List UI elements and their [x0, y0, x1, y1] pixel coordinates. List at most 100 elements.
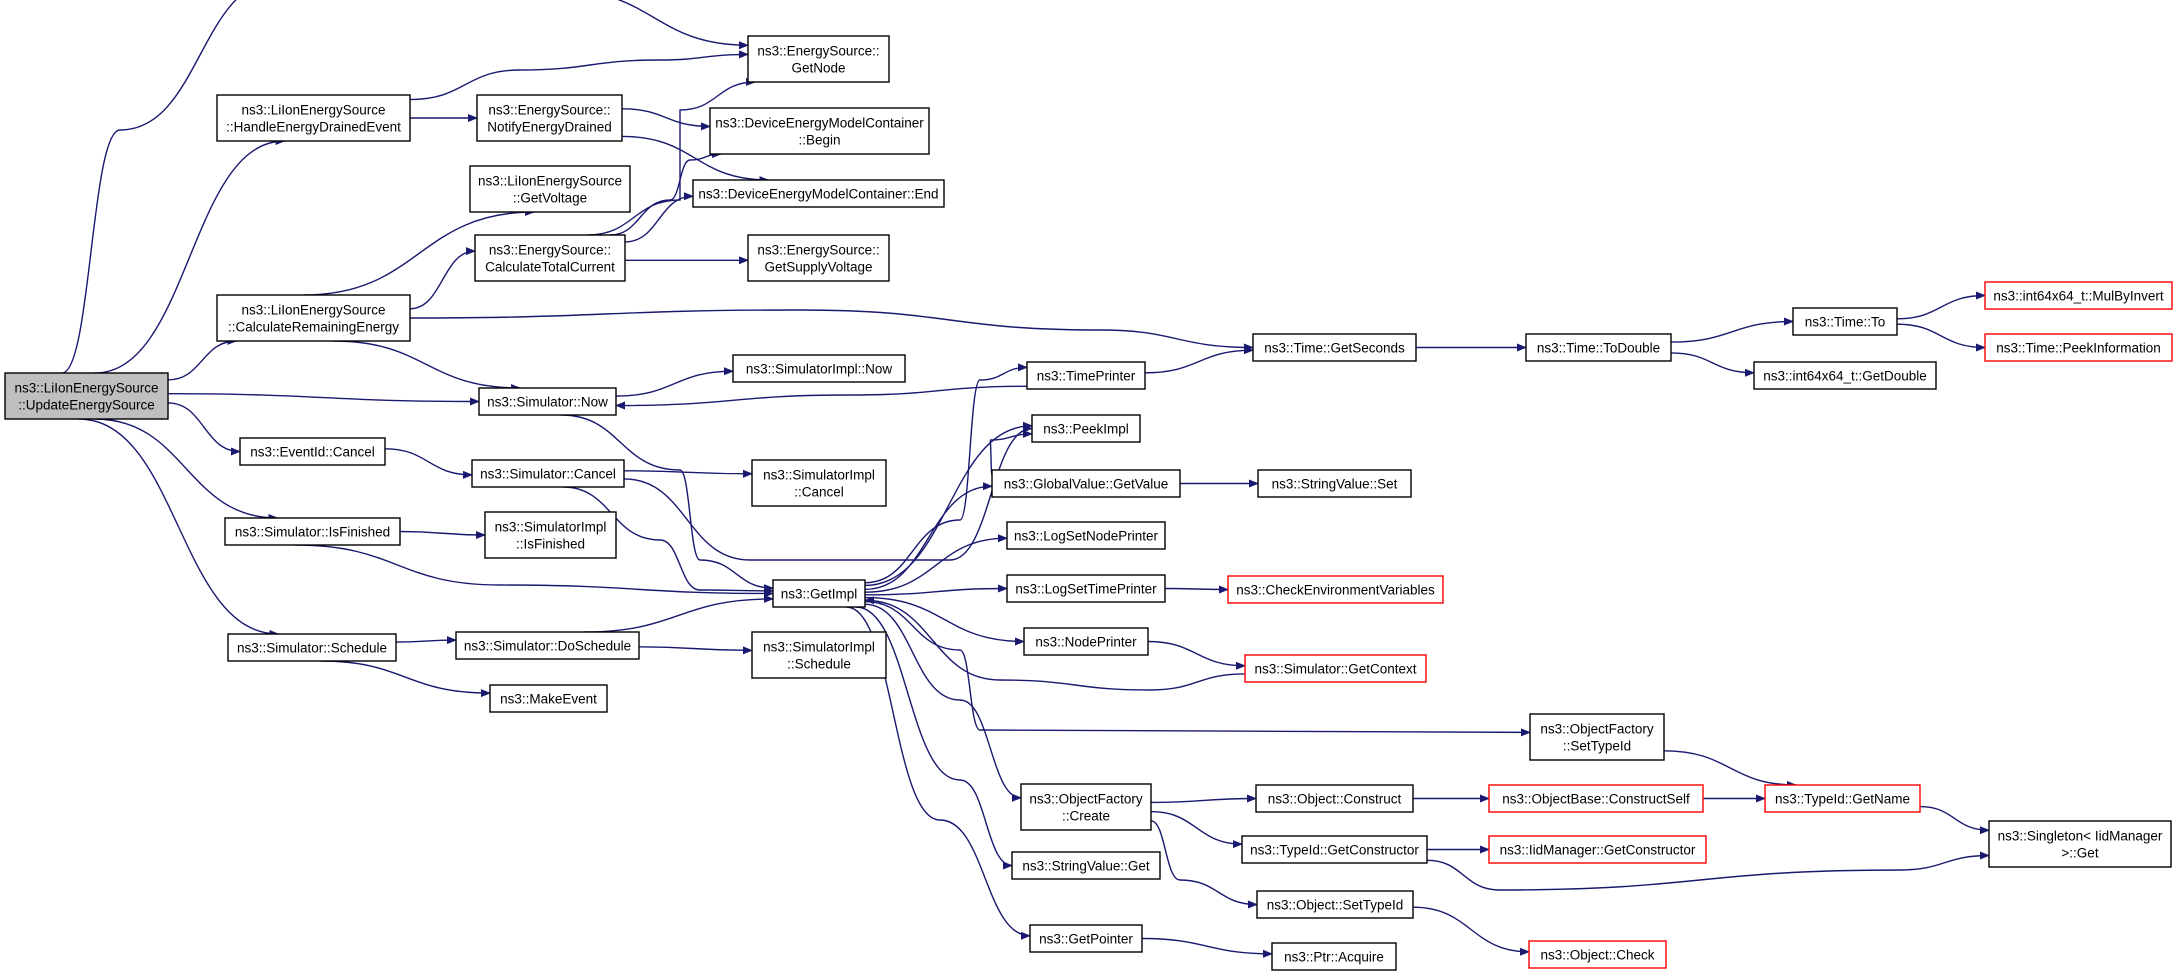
node-box-handle[interactable] [216, 94, 411, 142]
node-timeprinter[interactable]: ns3::TimePrinter [1026, 361, 1146, 390]
node-constructself[interactable]: ns3::ObjectBase::ConstructSelf [1488, 784, 1704, 813]
node-box-peekimpl[interactable] [1031, 414, 1141, 443]
node-box-timeto[interactable] [1792, 307, 1898, 336]
node-box-supply[interactable] [747, 234, 890, 282]
node-box-objconstruct[interactable] [1255, 784, 1414, 813]
node-gvget[interactable]: ns3::GlobalValue::GetValue [991, 469, 1181, 498]
node-implsched[interactable]: ns3::SimulatorImpl::Schedule [751, 631, 887, 679]
node-checkenv[interactable]: ns3::CheckEnvironmentVariables [1227, 575, 1444, 604]
node-tidgetname[interactable]: ns3::TypeId::GetName [1764, 784, 1921, 813]
node-box-implsched[interactable] [751, 631, 887, 679]
node-box-calctot[interactable] [474, 234, 626, 282]
node-box-getvolt[interactable] [469, 165, 631, 213]
node-box-tidgetctor[interactable] [1241, 835, 1428, 864]
node-box-checkenv[interactable] [1227, 575, 1444, 604]
node-begin[interactable]: ns3::DeviceEnergyModelContainer::Begin [709, 107, 930, 155]
node-box-sched[interactable] [227, 633, 397, 662]
node-implnow[interactable]: ns3::SimulatorImpl::Now [732, 354, 906, 383]
node-box-objcheck[interactable] [1528, 940, 1667, 969]
node-calcrem[interactable]: ns3::LiIonEnergySource::CalculateRemaini… [216, 294, 411, 342]
node-getseconds[interactable]: ns3::Time::GetSeconds [1252, 333, 1417, 362]
node-simcancel[interactable]: ns3::Simulator::Cancel [471, 459, 625, 488]
node-isfinimpl[interactable]: ns3::SimulatorImpl::IsFinished [484, 511, 617, 559]
node-simnow[interactable]: ns3::Simulator::Now [478, 387, 617, 416]
node-box-getctx[interactable] [1244, 654, 1427, 683]
node-box-ofsettype[interactable] [1529, 713, 1665, 761]
node-box-isfinimpl[interactable] [484, 511, 617, 559]
node-box-logtime[interactable] [1006, 574, 1166, 603]
node-box-implnow[interactable] [732, 354, 906, 383]
node-ofcreate[interactable]: ns3::ObjectFactory::Create [1020, 783, 1152, 831]
node-box-simnow[interactable] [478, 387, 617, 416]
node-ptracq[interactable]: ns3::Ptr::Acquire [1271, 942, 1397, 971]
node-box-evcancel[interactable] [239, 437, 386, 466]
node-box-iidgetctor[interactable] [1488, 835, 1707, 864]
node-implcancel[interactable]: ns3::SimulatorImpl::Cancel [751, 459, 887, 507]
node-root[interactable]: ns3::LiIonEnergySource::UpdateEnergySour… [4, 372, 169, 420]
node-dosched[interactable]: ns3::Simulator::DoSchedule [455, 631, 640, 660]
node-box-singleton[interactable] [1988, 820, 2172, 868]
node-mulbyinv[interactable]: ns3::int64x64_t::MulByInvert [1984, 281, 2173, 310]
node-box-ptracq[interactable] [1271, 942, 1397, 971]
node-box-getnode[interactable] [747, 35, 890, 83]
node-ofsettype[interactable]: ns3::ObjectFactory::SetTypeId [1529, 713, 1665, 761]
node-handle[interactable]: ns3::LiIonEnergySource::HandleEnergyDrai… [216, 94, 411, 142]
node-box-svset[interactable] [1257, 469, 1412, 498]
node-timeto[interactable]: ns3::Time::To [1792, 307, 1898, 336]
node-box-implcancel[interactable] [751, 459, 887, 507]
node-box-getimpl[interactable] [772, 579, 866, 608]
node-getnode[interactable]: ns3::EnergySource::GetNode [747, 35, 890, 83]
node-box-notify[interactable] [476, 94, 623, 142]
node-box-begin[interactable] [709, 107, 930, 155]
node-box-getdouble[interactable] [1753, 361, 1937, 390]
node-makeevent[interactable]: ns3::MakeEvent [489, 684, 608, 713]
node-getvolt[interactable]: ns3::LiIonEnergySource::GetVoltage [469, 165, 631, 213]
node-box-getpointer[interactable] [1029, 924, 1143, 953]
node-tidgetctor[interactable]: ns3::TypeId::GetConstructor [1241, 835, 1428, 864]
node-supply[interactable]: ns3::EnergySource::GetSupplyVoltage [747, 234, 890, 282]
node-box-nodeprinter[interactable] [1023, 627, 1149, 656]
node-box-svget[interactable] [1011, 851, 1161, 880]
node-notify[interactable]: ns3::EnergySource::NotifyEnergyDrained [476, 94, 623, 142]
node-nodeprinter[interactable]: ns3::NodePrinter [1023, 627, 1149, 656]
node-box-lognode[interactable] [1006, 521, 1166, 550]
node-sched[interactable]: ns3::Simulator::Schedule [227, 633, 397, 662]
node-box-isfin[interactable] [224, 517, 401, 546]
node-box-timeprinter[interactable] [1026, 361, 1146, 390]
node-getctx[interactable]: ns3::Simulator::GetContext [1244, 654, 1427, 683]
node-peekinfo[interactable]: ns3::Time::PeekInformation [1984, 333, 2173, 362]
node-box-constructself[interactable] [1488, 784, 1704, 813]
node-box-dosched[interactable] [455, 631, 640, 660]
node-box-objsettype[interactable] [1256, 890, 1414, 919]
node-box-calcrem[interactable] [216, 294, 411, 342]
node-objsettype[interactable]: ns3::Object::SetTypeId [1256, 890, 1414, 919]
node-box-tidgetname[interactable] [1764, 784, 1921, 813]
node-box-gvget[interactable] [991, 469, 1181, 498]
node-getdouble[interactable]: ns3::int64x64_t::GetDouble [1753, 361, 1937, 390]
node-todouble[interactable]: ns3::Time::ToDouble [1525, 333, 1672, 362]
node-objcheck[interactable]: ns3::Object::Check [1528, 940, 1667, 969]
node-box-peekinfo[interactable] [1984, 333, 2173, 362]
node-iidgetctor[interactable]: ns3::IidManager::GetConstructor [1488, 835, 1707, 864]
node-logtime[interactable]: ns3::LogSetTimePrinter [1006, 574, 1166, 603]
node-box-makeevent[interactable] [489, 684, 608, 713]
node-calctot[interactable]: ns3::EnergySource::CalculateTotalCurrent [474, 234, 626, 282]
node-box-root[interactable] [4, 372, 169, 420]
node-lognode[interactable]: ns3::LogSetNodePrinter [1006, 521, 1166, 550]
node-peekimpl[interactable]: ns3::PeekImpl [1031, 414, 1141, 443]
node-box-simcancel[interactable] [471, 459, 625, 488]
node-box-todouble[interactable] [1525, 333, 1672, 362]
node-box-getseconds[interactable] [1252, 333, 1417, 362]
node-getpointer[interactable]: ns3::GetPointer [1029, 924, 1143, 953]
node-svget[interactable]: ns3::StringValue::Get [1011, 851, 1161, 880]
node-svset[interactable]: ns3::StringValue::Set [1257, 469, 1412, 498]
node-box-end[interactable] [692, 179, 945, 208]
node-objconstruct[interactable]: ns3::Object::Construct [1255, 784, 1414, 813]
node-getimpl[interactable]: ns3::GetImpl [772, 579, 866, 608]
node-box-mulbyinv[interactable] [1984, 281, 2173, 310]
node-singleton[interactable]: ns3::Singleton< IidManager >::Get [1988, 820, 2172, 868]
node-box-ofcreate[interactable] [1020, 783, 1152, 831]
node-evcancel[interactable]: ns3::EventId::Cancel [239, 437, 386, 466]
node-end[interactable]: ns3::DeviceEnergyModelContainer::End [692, 179, 945, 208]
node-isfin[interactable]: ns3::Simulator::IsFinished [224, 517, 401, 546]
